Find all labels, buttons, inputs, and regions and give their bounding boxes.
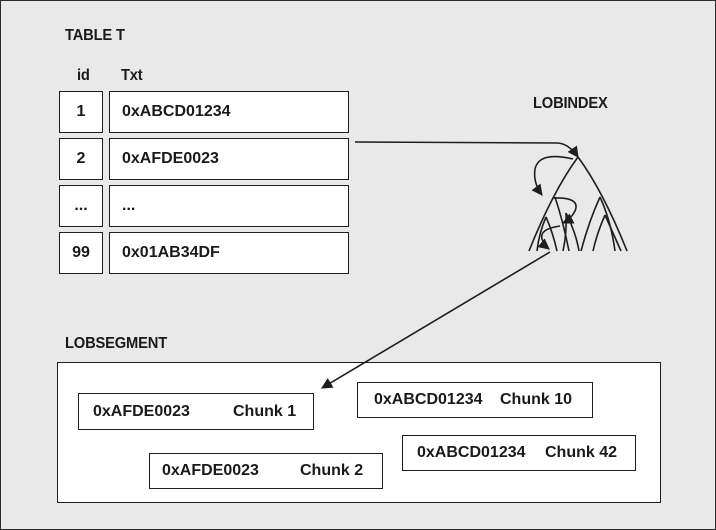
index-traversal-arrow-2 — [552, 197, 577, 224]
lobindex-label: LOBINDEX — [533, 95, 608, 112]
chunk-42-label: Chunk 42 — [545, 444, 618, 461]
row-to-index-arrow — [354, 141, 579, 158]
lobsegment-label: LOBSEGMENT — [65, 335, 168, 352]
chunk-42-lob: 0xABCD01234 — [417, 444, 526, 461]
column-header-id: id — [77, 67, 90, 84]
column-header-txt: Txt — [121, 67, 143, 84]
index-traversal-arrow-1 — [531, 155, 574, 196]
index-to-chunk-arrow — [321, 251, 551, 389]
chunk-10: 0xABCD01234 Chunk 10 — [357, 382, 593, 418]
index-traversal-arrow-3 — [537, 225, 561, 250]
chunk-2: 0xAFDE0023 Chunk 2 — [149, 453, 383, 489]
table-row-ellipsis-id: ... — [59, 185, 103, 227]
chunk-42: 0xABCD01234 Chunk 42 — [402, 435, 636, 471]
chunk-10-lob: 0xABCD01234 — [374, 391, 483, 408]
chunk-2-lob: 0xAFDE0023 — [162, 462, 259, 479]
table-row-2-id: 2 — [59, 138, 103, 180]
table-row-1-id: 1 — [59, 91, 103, 133]
table-row-ellipsis-txt: ... — [109, 185, 349, 227]
chunk-1-label: Chunk 1 — [233, 402, 297, 420]
chunk-1: 0xAFDE0023 Chunk 1 — [78, 393, 314, 430]
chunk-10-label: Chunk 10 — [500, 391, 573, 408]
chunk-2-label: Chunk 2 — [300, 462, 364, 479]
table-row-1-txt: 0xABCD01234 — [109, 91, 349, 133]
table-title: TABLE T — [65, 27, 125, 44]
lobindex-tree — [528, 156, 628, 252]
chunk-1-lob: 0xAFDE0023 — [93, 402, 190, 420]
table-row-2-txt: 0xAFDE0023 — [109, 138, 349, 180]
table-row-99-id: 99 — [59, 232, 103, 274]
table-row-99-txt: 0x01AB34DF — [109, 232, 349, 274]
